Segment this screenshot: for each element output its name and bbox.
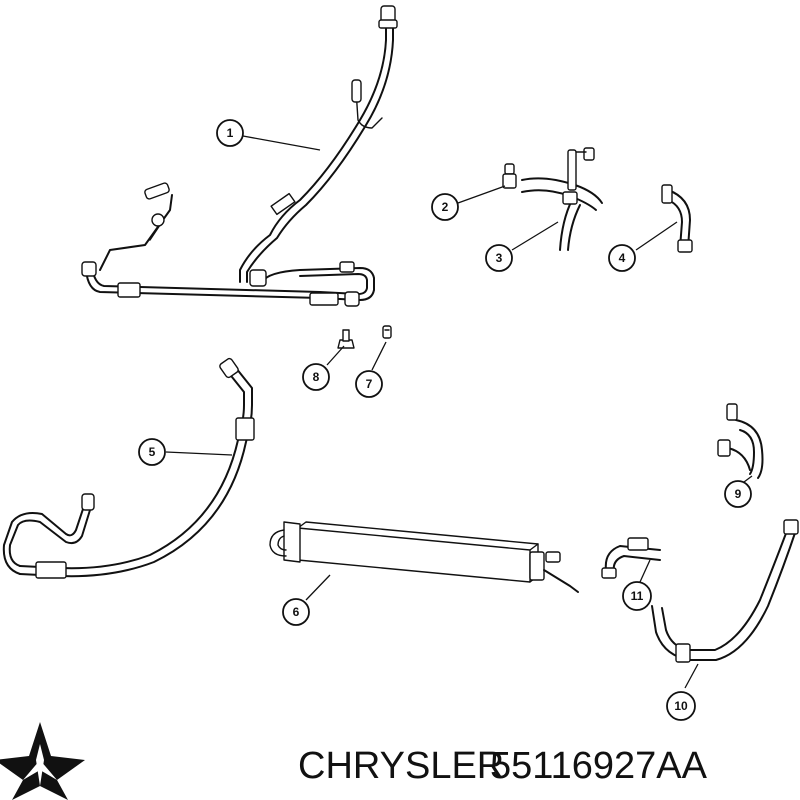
- svg-text:10: 10: [674, 699, 688, 713]
- leader-lines: [165, 135, 753, 689]
- svg-text:3: 3: [496, 251, 503, 265]
- svg-text:5: 5: [149, 445, 156, 459]
- part-8-bolt: [337, 329, 355, 349]
- callout-9: 9: [724, 480, 752, 508]
- callout-2: 2: [431, 193, 459, 221]
- brand-name: CHRYSLER: [298, 745, 504, 787]
- part-1-pressure-hose: [81, 5, 398, 307]
- part-6-cooler: [269, 521, 579, 593]
- part-3-return-hose: [521, 147, 603, 251]
- svg-text:7: 7: [366, 377, 373, 391]
- callout-6: 6: [282, 598, 310, 626]
- svg-text:2: 2: [442, 200, 449, 214]
- part-11-elbow-hose: [601, 537, 661, 579]
- part-5-pressure-hose: [2, 357, 255, 579]
- svg-text:9: 9: [735, 487, 742, 501]
- part-number: 55116927AA: [490, 745, 708, 787]
- callout-11: 11: [622, 581, 652, 611]
- callout-10: 10: [666, 691, 696, 721]
- part-2-fitting: [502, 163, 517, 189]
- svg-text:8: 8: [313, 370, 320, 384]
- svg-text:11: 11: [631, 589, 644, 603]
- svg-text:1: 1: [227, 126, 234, 140]
- part-7-fastener: [382, 325, 392, 339]
- callout-4: 4: [608, 244, 636, 272]
- callout-7: 7: [355, 370, 383, 398]
- part-9-curved-hose: [717, 403, 764, 479]
- callout-5: 5: [138, 438, 166, 466]
- svg-text:4: 4: [619, 251, 626, 265]
- part-4-curved-hose: [661, 184, 693, 253]
- svg-text:6: 6: [293, 605, 300, 619]
- callout-8: 8: [302, 363, 330, 391]
- callout-3: 3: [485, 244, 513, 272]
- part-10-curved-hose: [651, 519, 799, 663]
- callout-1: 1: [216, 119, 244, 147]
- pentastar-icon: [0, 722, 85, 800]
